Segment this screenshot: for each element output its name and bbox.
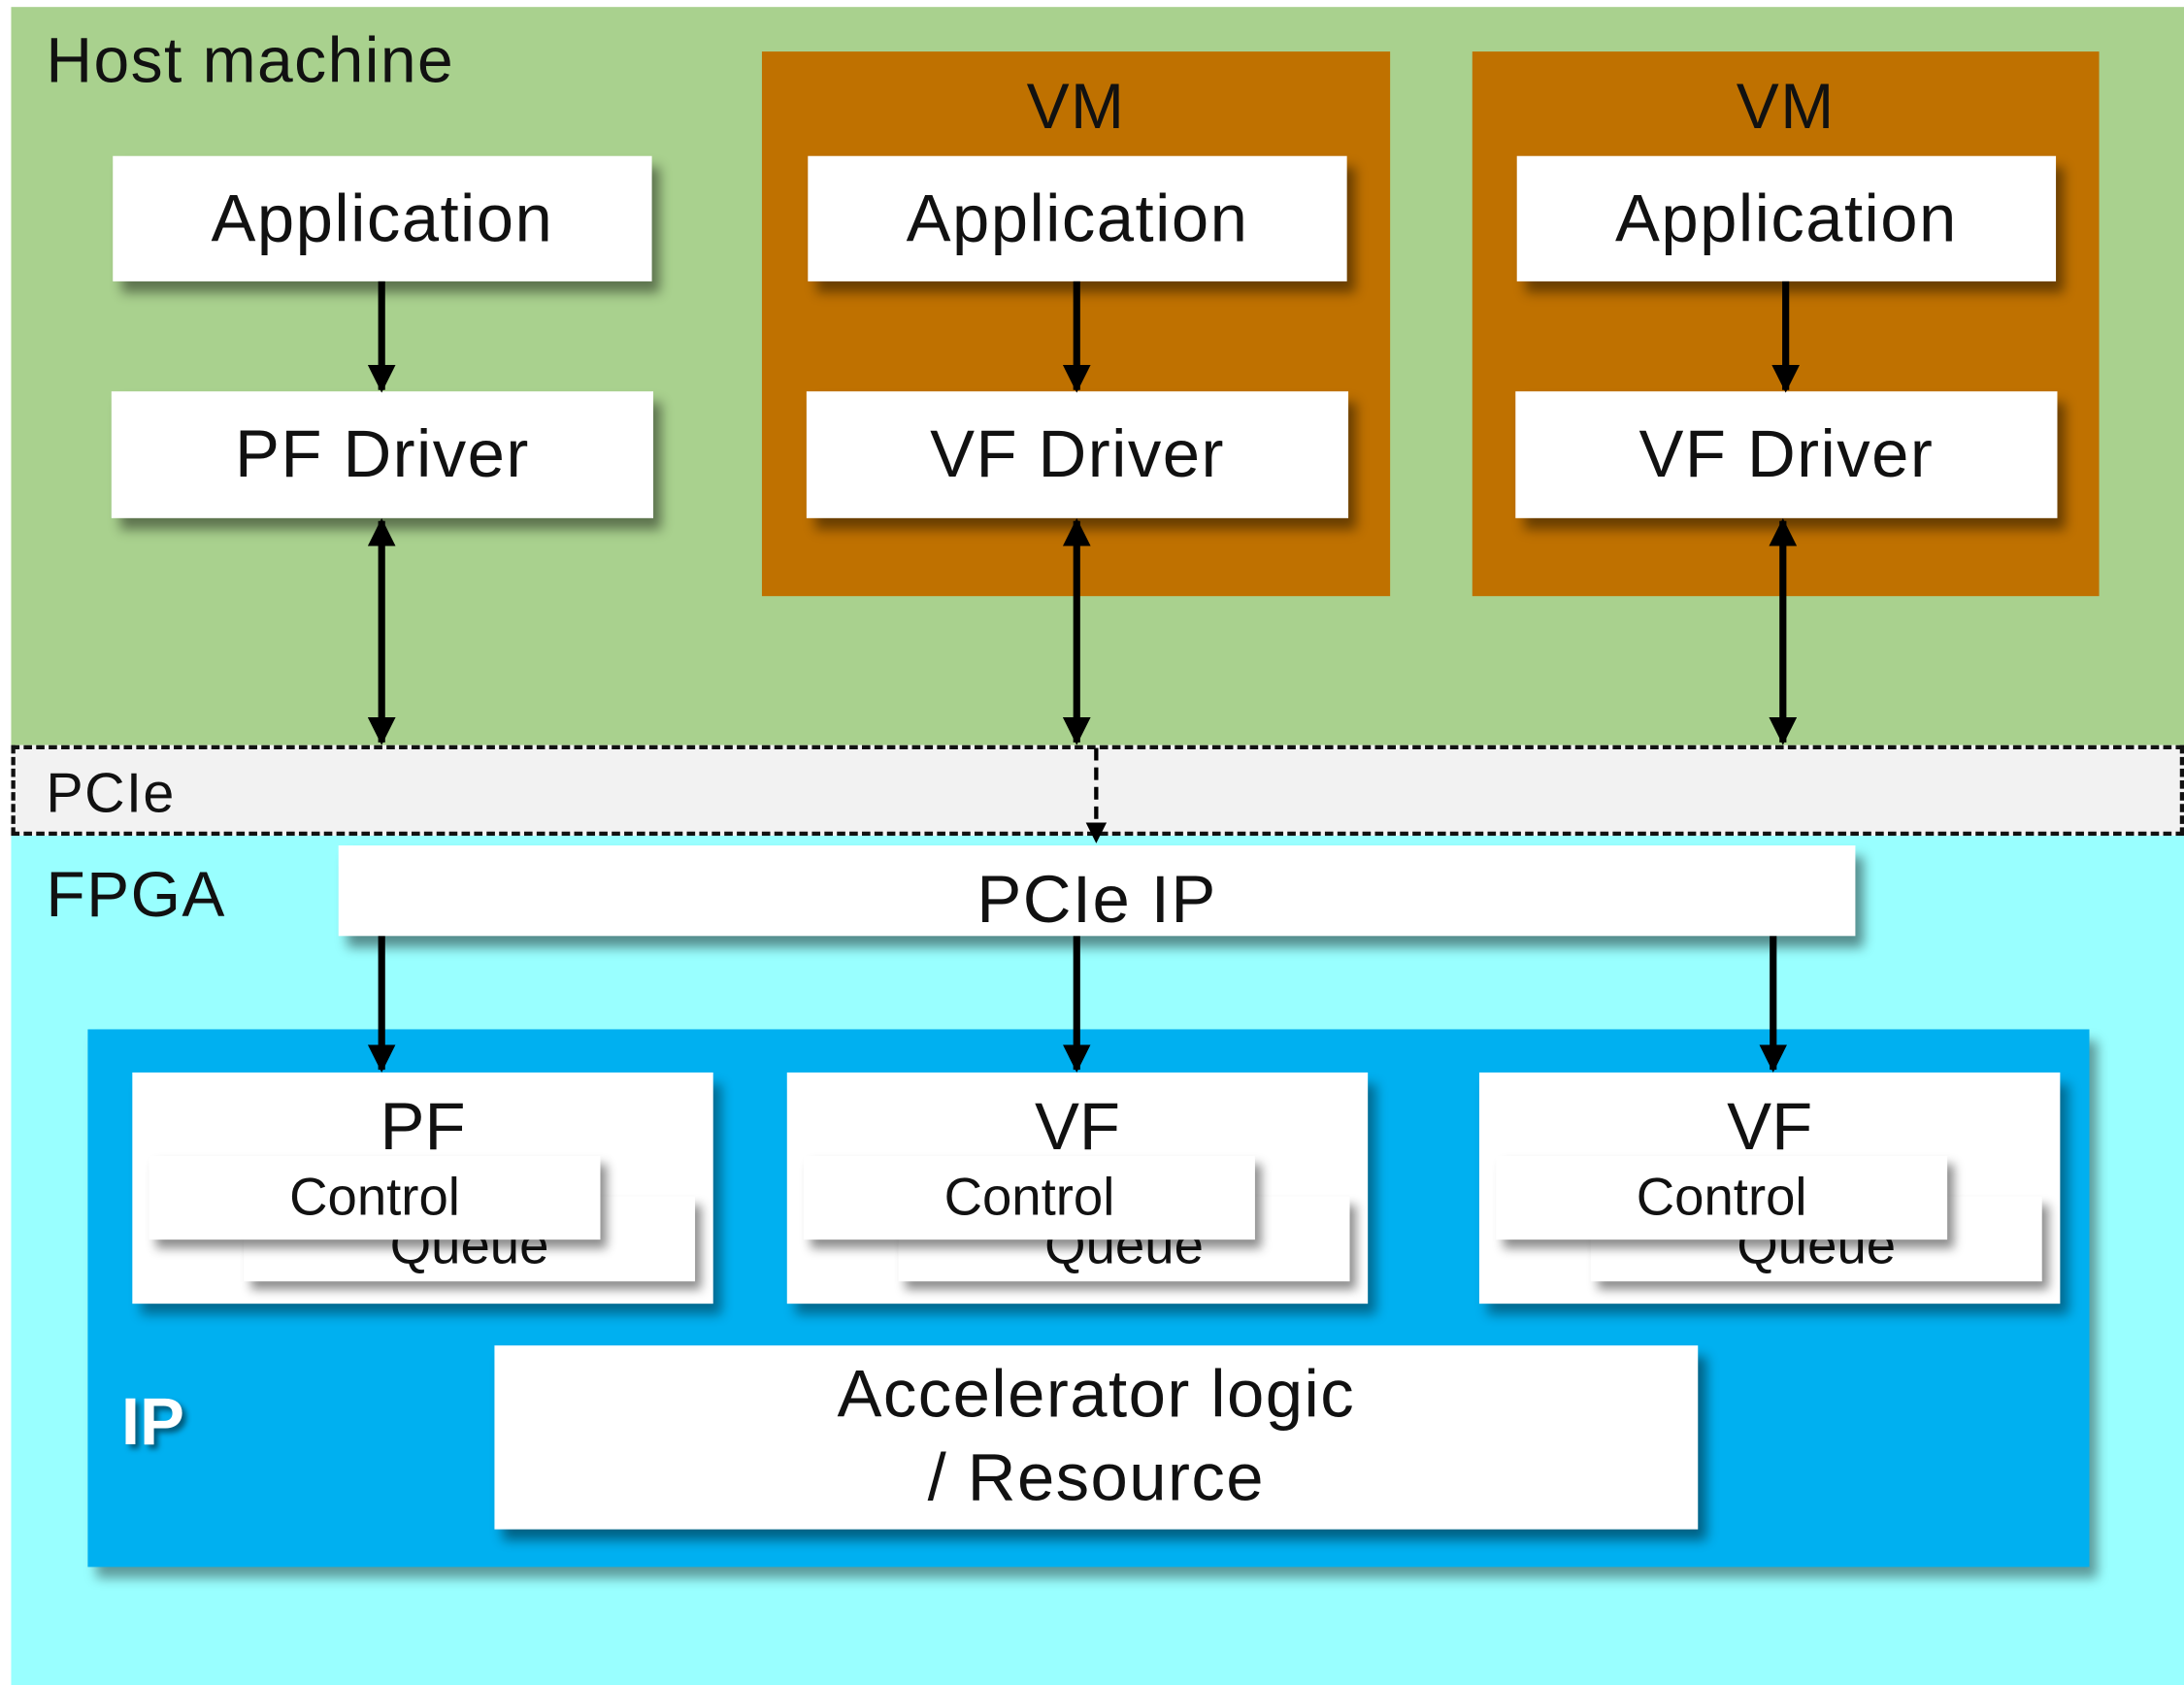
vf1-function-box: VF Queue Control bbox=[786, 1072, 1369, 1305]
fpga-label: FPGA bbox=[46, 857, 226, 931]
control-box: Control bbox=[1496, 1156, 1948, 1240]
accelerator-logic-box: Accelerator logic / Resource bbox=[494, 1345, 1699, 1530]
pf-function-box: PF Queue Control bbox=[132, 1072, 713, 1305]
accelerator-line-1: Accelerator logic bbox=[837, 1358, 1356, 1433]
function-label: VF bbox=[1727, 1090, 1813, 1165]
function-label: PF bbox=[380, 1090, 466, 1165]
function-label: VF bbox=[1034, 1090, 1120, 1165]
vm2-application-box: Application bbox=[1516, 155, 2057, 281]
vf2-function-box: VF Queue Control bbox=[1478, 1072, 2061, 1305]
control-box: Control bbox=[803, 1156, 1255, 1240]
pcie-label: PCIe bbox=[46, 763, 176, 825]
pf-driver-box: PF Driver bbox=[111, 391, 654, 518]
vm1-vf-driver-box: VF Driver bbox=[806, 391, 1349, 518]
host-machine-label: Host machine bbox=[46, 23, 455, 97]
host-application-box: Application bbox=[113, 155, 652, 281]
vm-label: VM bbox=[1736, 69, 1836, 143]
vm-label: VM bbox=[1026, 69, 1126, 143]
ip-label: IP bbox=[120, 1385, 184, 1460]
pcie-ip-box: PCIe IP bbox=[338, 845, 1856, 938]
vm1-application-box: Application bbox=[808, 155, 1347, 281]
vm2-vf-driver-box: VF Driver bbox=[1515, 391, 2058, 518]
accelerator-line-2: / Resource bbox=[927, 1441, 1266, 1516]
control-box: Control bbox=[149, 1156, 601, 1240]
